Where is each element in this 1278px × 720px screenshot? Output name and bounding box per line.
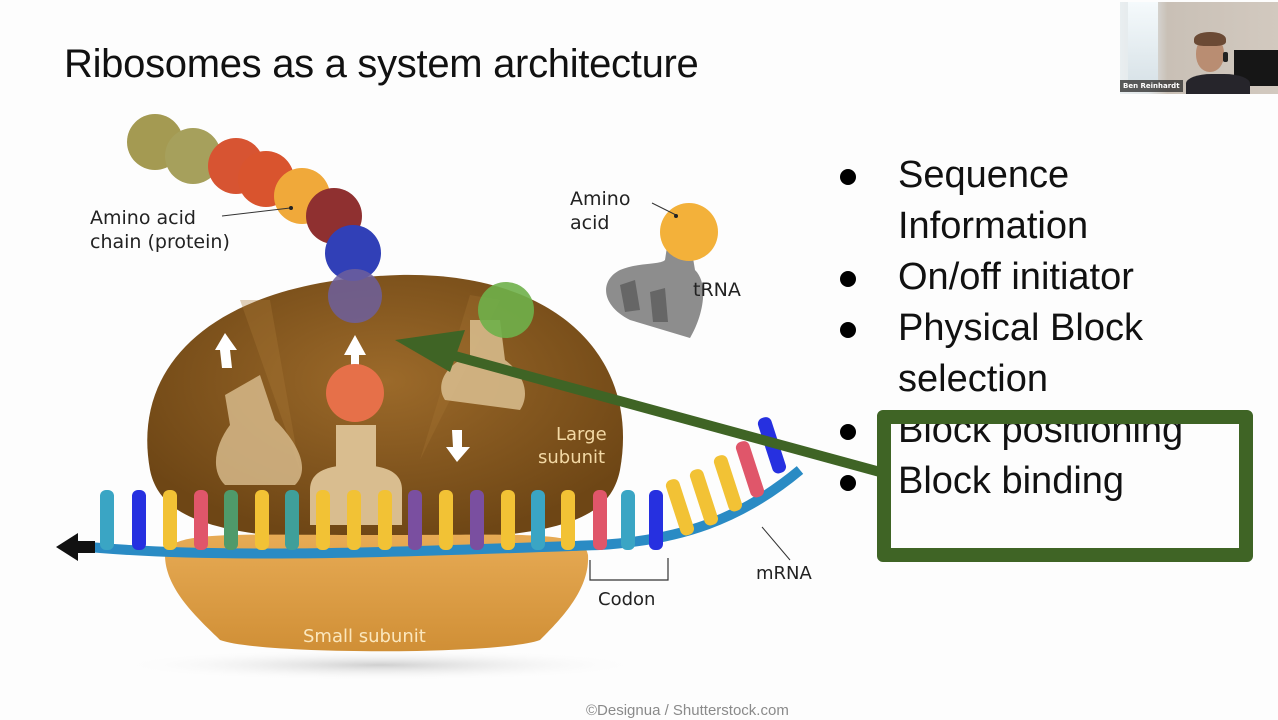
trna-exit: [215, 375, 303, 485]
svg-text:subunit: subunit: [538, 447, 605, 468]
bullet-item: On/off initiator: [838, 252, 1258, 303]
nucleotide: [561, 490, 575, 550]
nucleotide: [713, 455, 743, 512]
bullet-dot-icon: [840, 169, 856, 185]
label-large-subunit: Large: [556, 424, 607, 445]
nucleotide: [194, 490, 208, 550]
image-credit: ©Designua / Shutterstock.com: [586, 702, 789, 719]
small-subunit: [165, 534, 589, 652]
nucleotide: [378, 490, 392, 550]
nucleotide: [163, 490, 177, 550]
codon-bracket: [589, 558, 669, 581]
label-amino-acid: Amino: [570, 188, 630, 210]
nucleotide: [621, 490, 635, 550]
pointer-arrow: [395, 330, 882, 477]
svg-text:acid: acid: [570, 212, 609, 234]
ribosome-shadow: [110, 649, 650, 681]
nucleotide: [100, 490, 114, 550]
amino-acid-chain: [127, 114, 534, 422]
nucleotide: [501, 490, 515, 550]
nucleotide: [531, 490, 545, 550]
label-codon: Codon: [598, 589, 655, 610]
headphones-icon: [1223, 52, 1228, 62]
participant-body: [1186, 74, 1250, 94]
bullet-item: Physical Block selection: [838, 303, 1258, 405]
up-arrow-icon: [344, 335, 366, 372]
nucleotide: [439, 490, 453, 550]
label-amino-acid-chain: Amino acid: [90, 207, 196, 229]
label-small-subunit: Small subunit: [303, 626, 426, 647]
nucleotide: [408, 490, 422, 550]
label-mrna: mRNA: [756, 563, 813, 584]
nucleotide: [735, 441, 765, 498]
highlight-box: [877, 410, 1253, 562]
bullet-item: Block binding: [838, 456, 1258, 507]
bullet-dot-icon: [840, 424, 856, 440]
bullet-item: Sequence Information: [838, 150, 1258, 252]
nucleotide: [132, 490, 146, 550]
nucleotide: [224, 490, 238, 550]
bullet-list: Sequence Information On/off initiator Ph…: [838, 150, 1258, 507]
slide-title: Ribosomes as a system architecture: [64, 42, 699, 86]
nucleotide: [649, 490, 663, 550]
mrna-direction-arrow: [56, 533, 95, 561]
up-arrow-icon: [215, 333, 237, 368]
bullet-dot-icon: [840, 322, 856, 338]
svg-text:chain (protein): chain (protein): [90, 231, 230, 253]
bullet-dot-icon: [840, 475, 856, 491]
label-trna: tRNA: [693, 279, 741, 301]
nucleotide: [285, 490, 299, 550]
down-arrow-icon: [446, 430, 470, 462]
free-trna: [606, 202, 718, 338]
participant-name: Ben Reinhardt: [1120, 80, 1183, 92]
background-window: [1128, 2, 1158, 82]
participant-video-tile[interactable]: Ben Reinhardt: [1120, 2, 1278, 94]
nucleotide: [316, 490, 330, 550]
nucleotide: [689, 469, 719, 526]
nucleotide: [593, 490, 607, 550]
nucleotide: [665, 479, 695, 536]
nucleotide: [470, 490, 484, 550]
movement-arrows: [215, 333, 470, 462]
bullet-dot-icon: [840, 271, 856, 287]
nucleotide: [347, 490, 361, 550]
nucleotide: [255, 490, 269, 550]
